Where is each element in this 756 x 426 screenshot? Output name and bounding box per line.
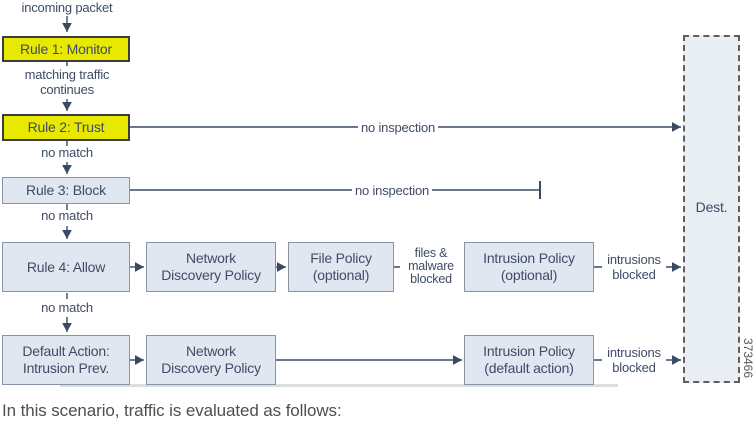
no-match-label-2: no match	[41, 208, 93, 223]
intrusions-blocked-label-2: intrusions blocked	[602, 345, 666, 375]
no-inspection-label-trust: no inspection	[358, 120, 439, 135]
intrusions-blocked-1-line1: intrusions	[607, 252, 661, 267]
no-match-label-1: no match	[41, 145, 93, 160]
node-rule2-label: Rule 2: Trust	[27, 119, 105, 135]
files-blocked-line3: blocked	[410, 272, 452, 286]
no-inspection-label-block: no inspection	[352, 183, 433, 198]
node-intrusion-policy-optional: Intrusion Policy (optional)	[464, 242, 594, 292]
matching-traffic-line1: matching traffic	[24, 67, 110, 82]
figure-bottom-edge	[60, 384, 618, 387]
intrusions-blocked-2-line2: blocked	[612, 360, 656, 375]
intrusion-default-line1: Intrusion Policy	[483, 343, 575, 359]
files-malware-blocked-label: files & malware blocked	[400, 247, 462, 286]
node-rule3-label: Rule 3: Block	[26, 182, 106, 198]
intrusion-optional-line1: Intrusion Policy	[483, 250, 575, 266]
no-match-label-3: no match	[41, 300, 93, 315]
destination-label: Dest.	[695, 199, 728, 215]
intrusions-blocked-2-line1: intrusions	[607, 345, 661, 360]
node-rule1-label: Rule 1: Monitor	[20, 40, 112, 57]
node-intrusion-policy-default: Intrusion Policy (default action)	[464, 335, 594, 385]
network-discovery-1-line1: Network	[186, 250, 236, 266]
node-network-discovery-2: Network Discovery Policy	[146, 335, 276, 385]
node-network-discovery-1: Network Discovery Policy	[146, 242, 276, 292]
matching-traffic-label: matching traffic continues	[3, 67, 131, 97]
node-rule4-label: Rule 4: Allow	[26, 258, 106, 275]
intrusions-blocked-1-line2: blocked	[612, 267, 656, 282]
node-rule3-block: Rule 3: Block	[2, 177, 130, 204]
default-action-line1: Default Action:	[22, 343, 110, 359]
intrusion-default-line2: (default action)	[484, 360, 574, 376]
file-policy-line1: File Policy	[310, 250, 372, 266]
intrusion-optional-line2: (optional)	[500, 267, 558, 283]
node-rule4-allow: Rule 4: Allow	[2, 242, 130, 292]
network-discovery-1-line2: Discovery Policy	[161, 267, 261, 283]
intrusions-blocked-label-1: intrusions blocked	[602, 252, 666, 282]
file-policy-line2: (optional)	[312, 267, 370, 283]
incoming-packet-label: incoming packet	[21, 0, 113, 15]
node-file-policy: File Policy (optional)	[288, 242, 394, 292]
node-default-action: Default Action: Intrusion Prev.	[2, 335, 130, 385]
default-action-line2: Intrusion Prev.	[22, 360, 110, 376]
files-blocked-line2: malware	[408, 259, 454, 273]
matching-traffic-line2: continues	[40, 82, 94, 97]
caption-text: In this scenario, traffic is evaluated a…	[2, 401, 342, 420]
node-destination: Dest.	[683, 35, 740, 383]
network-discovery-2-line2: Discovery Policy	[161, 360, 261, 376]
node-rule1-monitor: Rule 1: Monitor	[2, 36, 130, 62]
figure-number: 373466	[741, 337, 755, 379]
files-blocked-line1: files &	[414, 246, 448, 260]
node-rule2-trust: Rule 2: Trust	[2, 114, 130, 141]
network-discovery-2-line1: Network	[186, 343, 236, 359]
